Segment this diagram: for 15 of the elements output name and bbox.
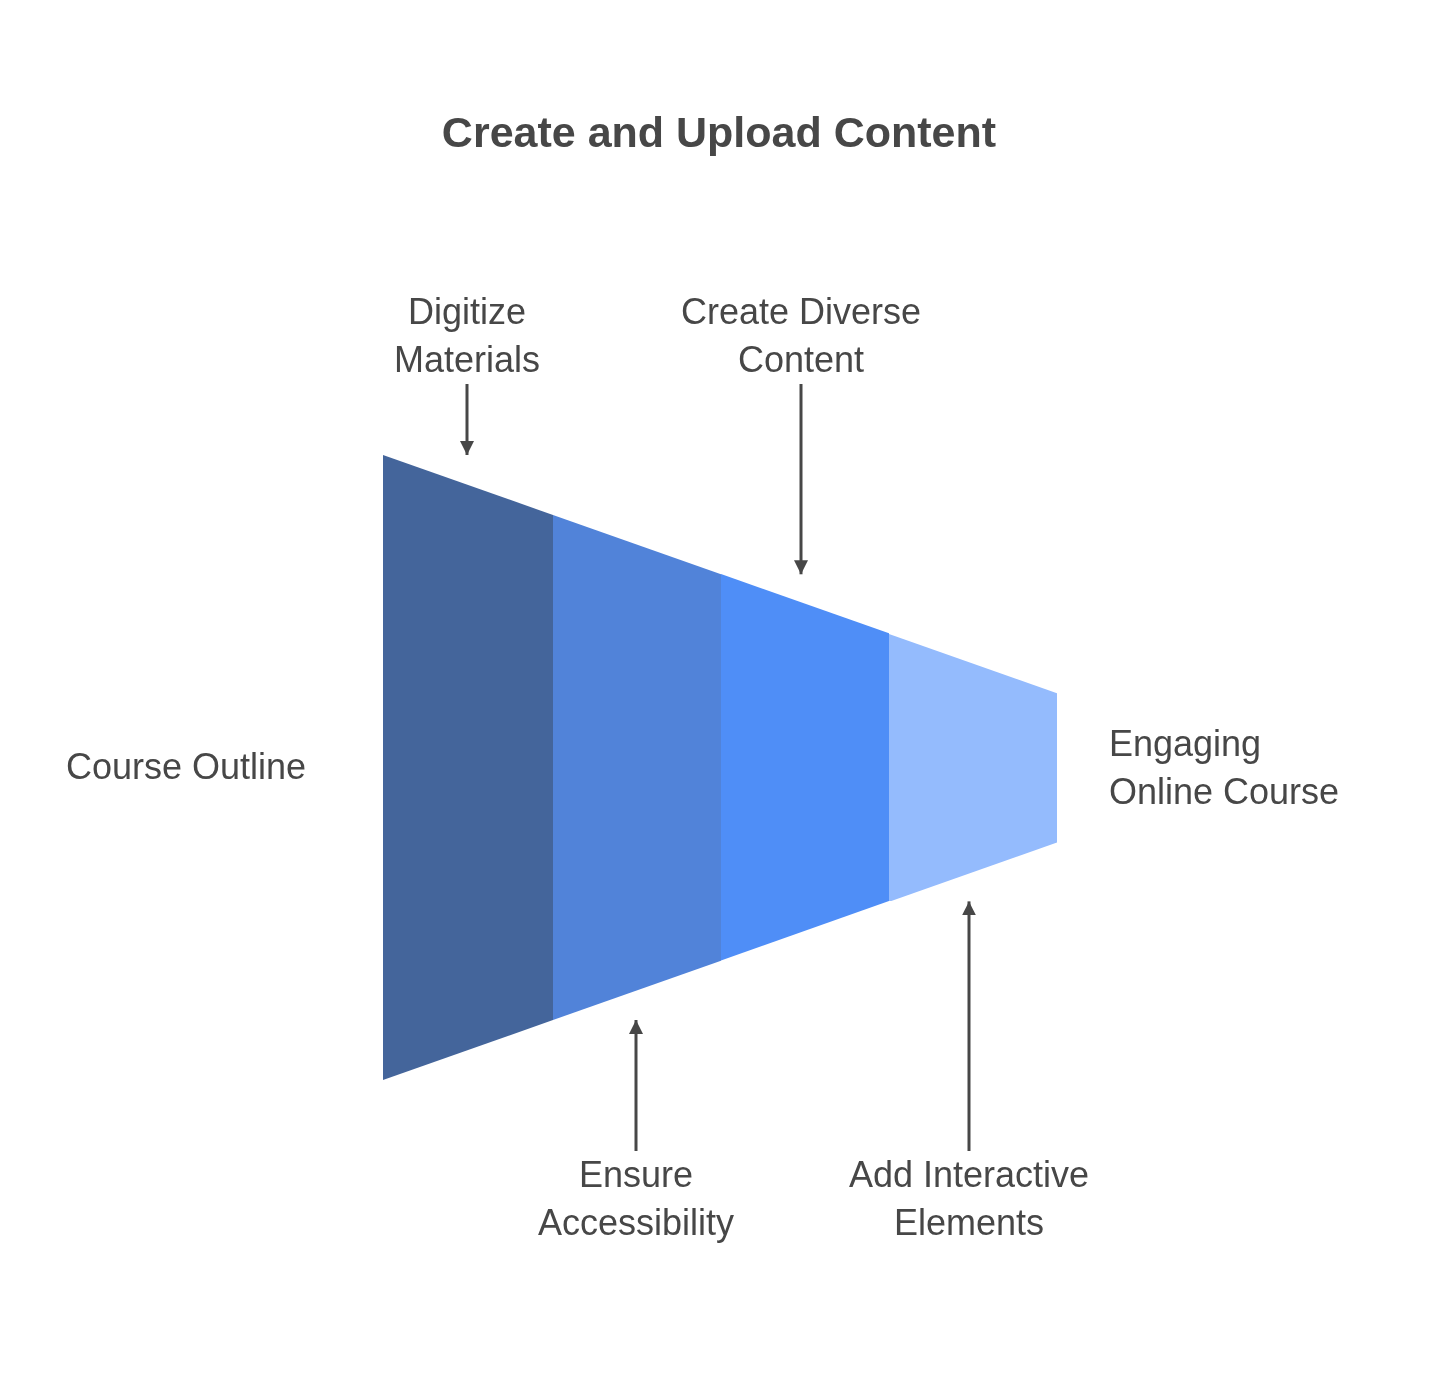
step-label: Add Interactive Elements (847, 1151, 1091, 1247)
funnel-input-label: Course Outline (66, 745, 308, 789)
diagram-title: Create and Upload Content (441, 107, 997, 157)
step-label: Create Diverse Content (679, 288, 923, 384)
funnel-segment (889, 633, 1057, 902)
arrow (794, 384, 808, 575)
funnel-output-label: Engaging Online Course (1109, 722, 1341, 814)
arrow (962, 901, 976, 1151)
arrow (460, 384, 474, 455)
funnel-segment (721, 574, 889, 961)
funnel-segment (383, 455, 553, 1080)
arrow (629, 1020, 643, 1151)
step-label: Digitize Materials (392, 288, 542, 384)
funnel-segment (553, 515, 721, 1020)
step-label: Ensure Accessibility (536, 1151, 736, 1247)
